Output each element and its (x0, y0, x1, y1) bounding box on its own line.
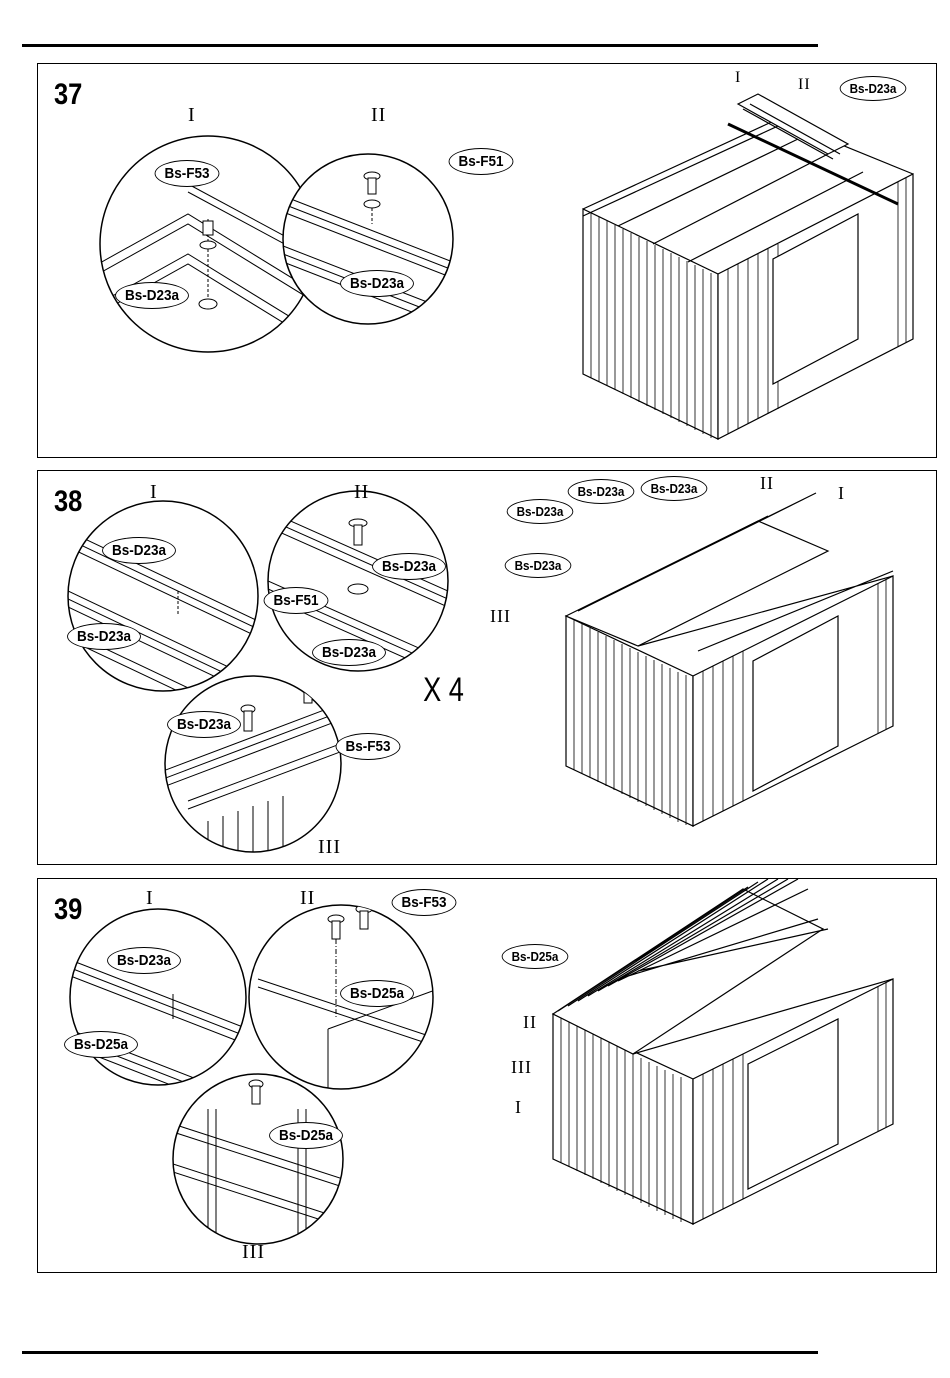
part-callout: Bs-D23a (507, 499, 574, 524)
part-callout: Bs-D23a (67, 623, 141, 650)
step-38-panel: 38 I II III Bs-D23a Bs-D23a Bs-D23a Bs-F… (37, 470, 937, 865)
step-number: 37 (54, 78, 82, 112)
part-callout: Bs-F51 (449, 148, 514, 175)
detail-label-i: I (150, 481, 158, 504)
part-callout: Bs-D23a (167, 711, 241, 738)
step-number: 39 (54, 893, 82, 927)
step-37-drawing (38, 64, 937, 458)
shed-label-ii: II (798, 76, 811, 94)
step-37-panel: 37 I II Bs-F53 Bs-D23a Bs-F51 Bs-D23a Bs… (37, 63, 937, 458)
step-39-panel: 39 I II III Bs-F53 Bs-D23a Bs-D25a Bs-D2… (37, 878, 937, 1273)
bottom-rule (22, 1351, 818, 1354)
part-callout: Bs-D23a (641, 476, 708, 501)
part-callout: Bs-F53 (392, 889, 457, 916)
detail-label-ii: II (371, 104, 386, 127)
part-callout: Bs-D23a (115, 282, 189, 309)
part-callout: Bs-D23a (568, 479, 635, 504)
shed-label-iii: III (490, 606, 511, 627)
quantity-multiplier: X 4 (423, 671, 464, 710)
detail-label-i: I (146, 887, 154, 910)
detail-label-iii: III (318, 836, 341, 859)
part-callout: Bs-D25a (340, 980, 414, 1007)
step-39-drawing (38, 879, 937, 1273)
part-callout: Bs-D25a (502, 944, 569, 969)
top-rule (22, 44, 818, 47)
detail-label-ii: II (300, 887, 315, 910)
part-callout: Bs-D25a (269, 1122, 343, 1149)
part-callout: Bs-D23a (505, 553, 572, 578)
part-callout: Bs-D23a (312, 639, 386, 666)
detail-label-i: I (188, 104, 196, 127)
part-callout: Bs-D23a (340, 270, 414, 297)
step-38-drawing (38, 471, 937, 865)
step-number: 38 (54, 485, 82, 519)
detail-label-iii: III (242, 1241, 265, 1264)
part-callout: Bs-D23a (840, 76, 907, 101)
shed-label-i: I (838, 483, 845, 504)
part-callout: Bs-D23a (107, 947, 181, 974)
shed-label-i: I (515, 1097, 522, 1118)
part-callout: Bs-D23a (372, 553, 446, 580)
part-callout: Bs-F51 (264, 587, 329, 614)
part-callout: Bs-F53 (336, 733, 401, 760)
part-callout: Bs-D25a (64, 1031, 138, 1058)
shed-label-ii: II (760, 473, 774, 494)
shed-label-iii: III (511, 1057, 532, 1078)
shed-label-ii: II (523, 1012, 537, 1033)
part-callout: Bs-D23a (102, 537, 176, 564)
detail-label-ii: II (354, 481, 369, 504)
shed-label-i: I (735, 69, 741, 87)
part-callout: Bs-F53 (155, 160, 220, 187)
